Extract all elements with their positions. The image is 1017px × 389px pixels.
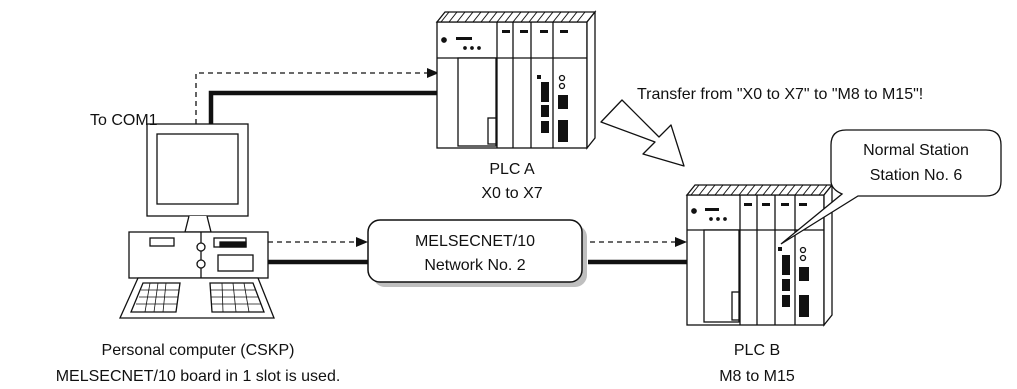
network-name-label: MELSECNET/10 [415, 233, 535, 250]
station-callout: Normal Station Station No. 6 [780, 129, 1002, 245]
callout-station-number: Station No. 6 [870, 167, 963, 184]
plc-b-unit-icon [685, 183, 834, 327]
pc-base-unit-icon [128, 231, 269, 279]
plc-a-range: X0 to X7 [481, 185, 542, 202]
monitor-icon [146, 123, 249, 233]
pc-caption-board: MELSECNET/10 board in 1 slot is used. [56, 368, 341, 385]
plc-a-name: PLC A [489, 161, 535, 178]
personal-computer [118, 123, 275, 319]
transfer-note: Transfer from "X0 to X7" to "M8 to M15"! [637, 86, 923, 103]
transfer-arrow-icon [600, 99, 685, 167]
network-box: MELSECNET/10 Network No. 2 [367, 219, 587, 287]
plc-b-name: PLC B [734, 342, 780, 359]
keyboard-icon [118, 277, 275, 319]
plc-a-unit-icon [435, 10, 597, 150]
callout-station-type: Normal Station [863, 142, 969, 159]
plc-b-range: M8 to M15 [719, 368, 795, 385]
dashed-arrow-to-plc-a [195, 68, 439, 124]
network-number-label: Network No. 2 [424, 257, 525, 274]
cable-pc-to-plc-a [208, 90, 437, 124]
com-port-label: To COM1 [90, 112, 158, 129]
pc-caption-model: Personal computer (CSKP) [102, 342, 295, 359]
